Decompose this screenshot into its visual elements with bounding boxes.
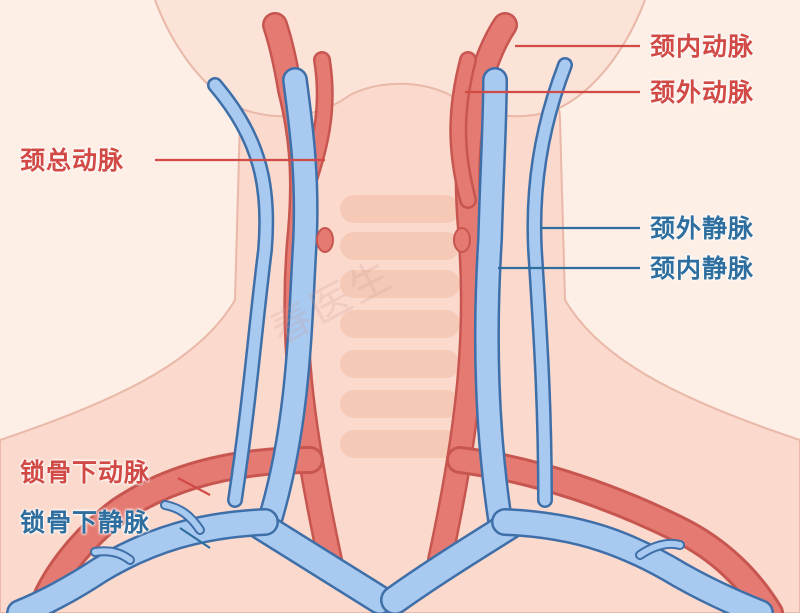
label-external-jugular: 颈外静脉 — [650, 214, 755, 243]
arteries — [26, 12, 784, 613]
label-subclavian-artery: 锁骨下动脉 — [20, 458, 151, 487]
leader-lines — [155, 44, 640, 549]
label-subclavian-vein: 锁骨下静脉 — [20, 508, 151, 537]
veins — [6, 57, 774, 613]
carotid-bulbs — [316, 227, 471, 253]
label-common-carotid: 颈总动脉 — [20, 146, 125, 175]
label-internal-carotid: 颈内动脉 — [650, 32, 755, 61]
label-internal-jugular: 颈内静脉 — [650, 254, 755, 283]
leader-subclavian-vein — [179, 527, 211, 549]
leader-subclavian-artery — [177, 477, 211, 496]
trachea — [340, 195, 460, 458]
label-external-carotid: 颈外动脉 — [650, 78, 755, 107]
